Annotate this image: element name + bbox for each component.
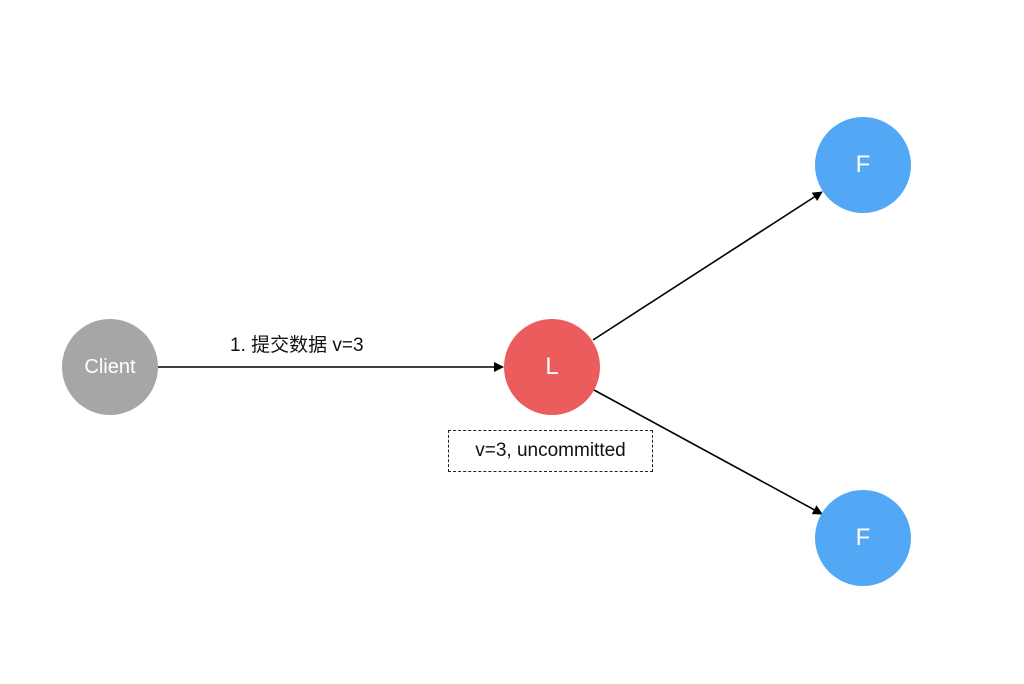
client-node-label: Client: [84, 355, 136, 378]
leader-status-box: v=3, uncommitted: [448, 430, 653, 472]
leader-node-label: L: [545, 353, 559, 380]
leader-status-text: v=3, uncommitted: [475, 440, 626, 461]
edge-leader-to-follower-bottom: [593, 389, 823, 515]
follower-node-top: F: [815, 117, 911, 213]
follower-node-bottom-label: F: [855, 524, 871, 551]
edge-leader-to-follower-top: [592, 191, 823, 341]
edge-label-client-to-leader: 1. 提交数据 v=3: [230, 335, 364, 356]
client-node: Client: [62, 319, 158, 415]
follower-node-bottom: F: [815, 490, 911, 586]
leader-node: L: [504, 319, 600, 415]
follower-node-top-label: F: [855, 151, 871, 178]
